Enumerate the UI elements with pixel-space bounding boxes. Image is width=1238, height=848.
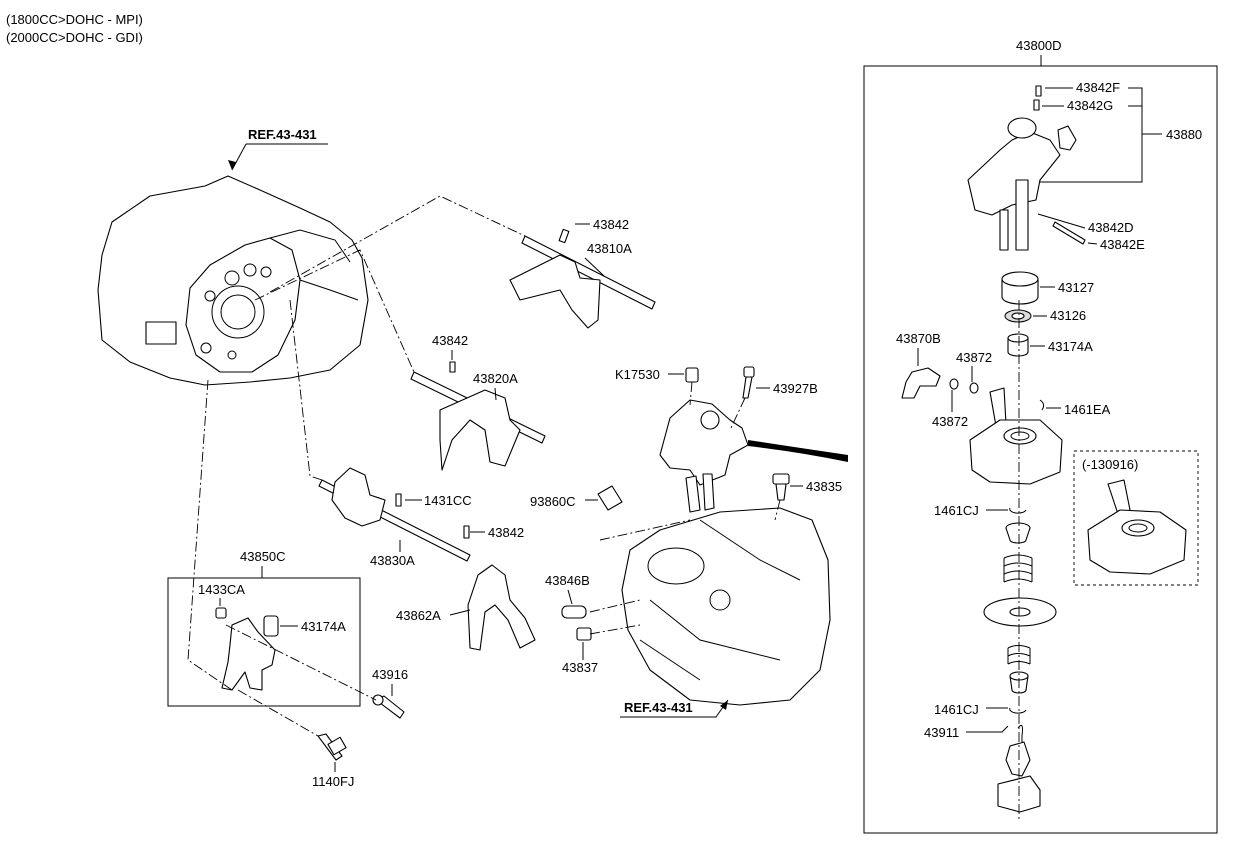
label-43872-a: 43872 [956,350,992,365]
shift-fork-43862A [467,564,536,651]
ref-top-arrow [228,160,236,170]
cup-washer [983,597,1057,627]
label-43842-b: 43842 [432,333,468,348]
bushing-43174A-right [1007,333,1029,357]
pin-43842G [1033,99,1040,111]
leader-43880 [1040,87,1162,183]
leader-43911 [966,725,1009,733]
pin-43842D [1052,221,1086,245]
transmission-case-center [621,507,831,706]
ref-label-top: REF.43-431 [248,127,317,142]
lever-43870B [901,367,941,399]
leader-43846B [567,589,573,605]
group-box-43850C [167,577,361,707]
leader-43810A [584,257,605,277]
shift-rail-43830A [318,467,471,562]
ref-bottom-arrow [720,700,728,710]
bolt-43927B [742,366,755,399]
label-43927B: 43927B [773,381,818,396]
transmission-case-left [97,175,369,386]
label-43842D: 43842D [1088,220,1134,235]
bolt-K17530 [685,367,699,383]
label-43126: 43126 [1050,308,1086,323]
label-43842-a: 43842 [593,217,629,232]
clip-1461CJ-a [1009,507,1027,514]
assembly-connector-lines [187,195,781,737]
washer-43872-a [969,382,979,394]
label-43846B: 43846B [545,573,590,588]
label-43911: 43911 [924,725,959,740]
label-K17530: K17530 [615,367,660,382]
seal-43126 [1004,309,1032,323]
group-box-43800D [863,65,1218,834]
label-43862A: 43862A [396,608,441,623]
label-1461CJ-b: 1461CJ [934,702,979,717]
header-line-2: (2000CC>DOHC - GDI) [6,30,143,45]
label-43820A: 43820A [473,371,518,386]
washer-43872-b [949,378,959,390]
label-43835: 43835 [806,479,842,494]
label-1461EA: 1461EA [1064,402,1111,417]
clip-1461CJ-b [1009,707,1027,714]
select-lever-43880 [967,117,1077,251]
plug-43837 [576,627,592,641]
spring-upper [1003,554,1033,583]
label-43837: 43837 [562,660,598,675]
label-43870B: 43870B [896,331,941,346]
label-130916: (-130916) [1082,457,1138,472]
label-43810A: 43810A [587,241,632,256]
spring-seat-upper [1005,522,1031,544]
label-43800D: 43800D [1016,38,1062,53]
label-43842E: 43842E [1100,237,1145,252]
shift-cover-variant [1087,479,1187,575]
ref-top-leader [231,143,328,171]
label-43174A-left: 43174A [301,619,346,634]
label-1431CC: 1431CC [424,493,472,508]
switch-93860C [597,485,623,511]
plug-43846B [561,605,587,619]
label-43830A: 43830A [370,553,415,568]
label-1433CA: 1433CA [198,582,245,597]
spring-lower [1007,645,1031,665]
clip-1461EA [1039,399,1045,411]
bolt-43916 [372,694,405,719]
label-43127: 43127 [1058,280,1094,295]
leader-43842E [1087,242,1098,245]
shift-control-assembly-center [659,399,848,513]
leader-43862A [449,609,471,616]
spring-43911 [1017,724,1023,742]
label-1461CJ-a: 1461CJ [934,503,979,518]
pin-43842F [1035,85,1042,97]
part-43127 [1001,271,1039,305]
inset-box-130916 [1073,450,1199,586]
shift-fork-43810A [509,228,656,329]
label-43842G: 43842G [1067,98,1113,113]
leader-43842D [1037,213,1086,229]
label-43880: 43880 [1166,127,1202,142]
label-43174A-right: 43174A [1048,339,1093,354]
label-93860C: 93860C [530,494,576,509]
label-1140FJ: 1140FJ [312,774,354,789]
shift-lever-43850C [215,607,279,691]
label-43916: 43916 [372,667,408,682]
ref-label-bottom: REF.43-431 [624,700,693,715]
label-43872-b: 43872 [932,414,968,429]
bolt-1140FJ [317,733,347,761]
label-43842-c: 43842 [488,525,524,540]
label-43842F: 43842F [1076,80,1120,95]
label-43850C: 43850C [240,549,286,564]
header-line-1: (1800CC>DOHC - MPI) [6,12,143,27]
leader-43820A [494,387,497,401]
shift-fork-43820A [410,361,546,471]
shift-cover-housing [969,387,1063,485]
plug-43835 [772,473,790,501]
